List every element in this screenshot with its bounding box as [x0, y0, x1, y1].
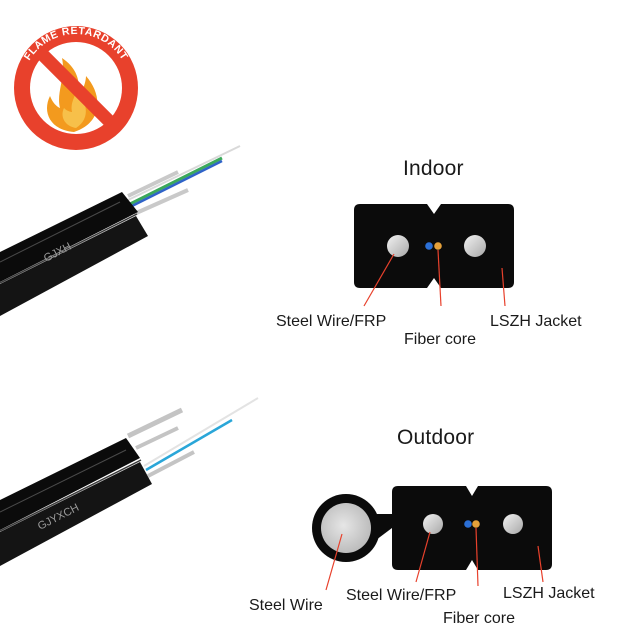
outdoor-steel-wire-left — [423, 514, 443, 534]
outdoor-web — [376, 514, 392, 540]
outdoor-cross-section — [312, 486, 552, 591]
indoor-label-fiber-core: Fiber core — [404, 331, 477, 348]
indoor-fiber-blue — [425, 242, 433, 250]
indoor-cable-photo: GJXH — [0, 145, 241, 316]
outdoor-label-jacket: LSZH Jacket — [503, 585, 595, 602]
indoor-jacket — [354, 204, 514, 288]
indoor-steel-wire-left — [387, 235, 409, 257]
leader-indoor-fiber — [437, 249, 442, 307]
indoor-steel-wire-right — [464, 235, 486, 257]
outdoor-fiber-blue — [464, 520, 472, 528]
indoor-label-jacket: LSZH Jacket — [490, 313, 582, 330]
outdoor-steel-wire-right — [503, 514, 523, 534]
outdoor-label-fiber-core: Fiber core — [443, 610, 516, 627]
outdoor-messenger-wire — [321, 503, 371, 553]
outdoor-fiber-orange — [472, 520, 480, 528]
indoor-title: Indoor — [403, 157, 464, 180]
outdoor-jacket — [392, 486, 552, 570]
leader-indoor-jacket — [501, 267, 506, 307]
leader-outdoor-messenger — [325, 533, 343, 591]
indoor-label-steel-wire: Steel Wire/FRP — [276, 313, 387, 330]
leader-indoor-steel — [363, 253, 395, 307]
flame-retardant-badge: FLAME RETARDANT — [14, 25, 138, 150]
outdoor-label-messenger: Steel Wire — [249, 597, 323, 614]
indoor-fiber-orange — [434, 242, 442, 250]
leader-outdoor-steel — [415, 531, 431, 583]
outdoor-cable-photo: GJYXCH — [0, 397, 259, 566]
leader-outdoor-jacket — [537, 545, 544, 583]
outdoor-title: Outdoor — [397, 426, 475, 449]
leader-outdoor-fiber — [475, 527, 479, 587]
indoor-cross-section — [354, 204, 514, 307]
outdoor-label-steel-wire: Steel Wire/FRP — [346, 587, 457, 604]
prohibition-slash — [35, 47, 117, 129]
